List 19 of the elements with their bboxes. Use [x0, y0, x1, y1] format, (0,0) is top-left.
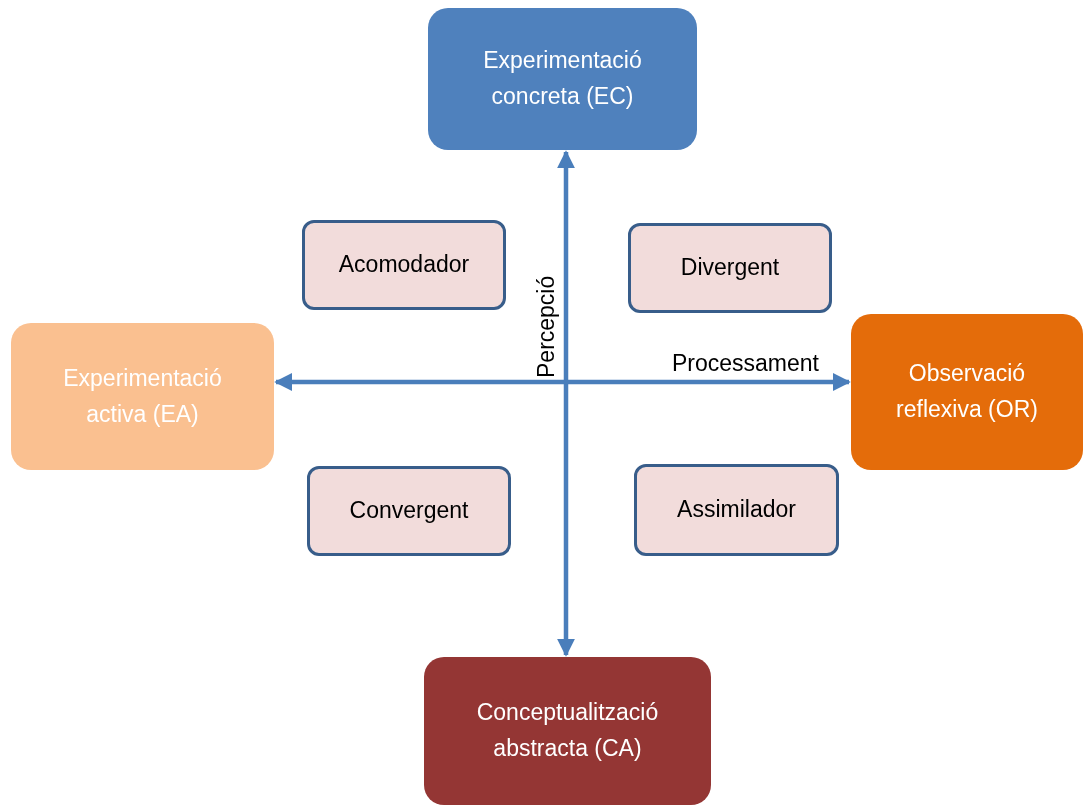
style-box: [628, 223, 832, 313]
double-arrow: [274, 373, 851, 391]
box-label: Divergent: [679, 253, 781, 283]
stage-box: [428, 8, 697, 150]
box-label: Experimentació concreta (EC): [482, 46, 643, 111]
stage-box: [11, 323, 274, 470]
box-label: Experimentació activa (EA): [62, 363, 223, 429]
box-label: Acomodador: [337, 250, 471, 280]
box-label: Conceptualització abstracta (CA): [475, 698, 660, 763]
axis-label: Percepció: [535, 275, 558, 378]
stage-box: [424, 657, 711, 805]
stage-box: [851, 314, 1083, 470]
box-label: Assimilador: [676, 495, 797, 525]
box-label: Observació reflexiva (OR): [895, 359, 1039, 424]
double-arrow: [557, 150, 575, 657]
style-box: [307, 466, 511, 556]
style-box: [634, 464, 839, 556]
box-label: Convergent: [348, 496, 470, 526]
style-box: [302, 220, 506, 310]
